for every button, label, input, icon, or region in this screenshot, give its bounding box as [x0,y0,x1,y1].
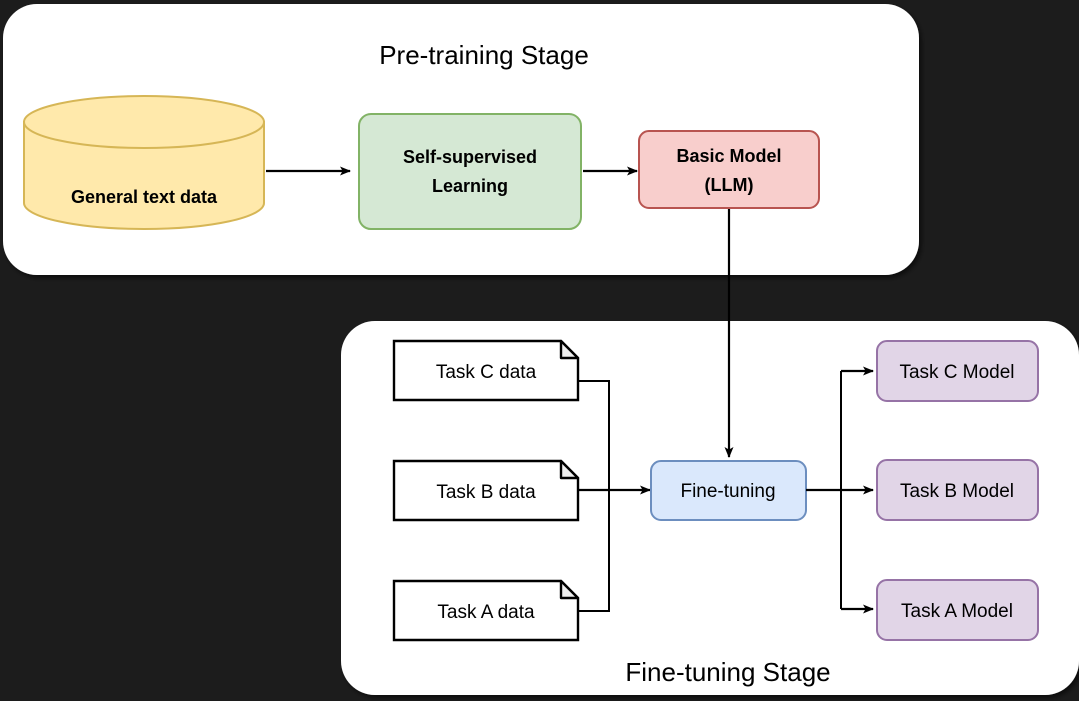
task-a-data-label: Task A data [437,602,535,623]
task-c-model-node[interactable]: Task C Model [876,340,1039,402]
task-a-doc-shape [392,579,580,642]
task-c-model-box [876,340,1039,402]
task-a-data-document[interactable]: Task A data [392,579,580,642]
self-supervised-learning-node[interactable]: Self-supervised Learning [358,113,582,230]
task-c-model-label: Task C Model [899,362,1014,383]
task-c-data-document[interactable]: Task C data [392,339,580,402]
task-b-data-label: Task B data [436,482,536,503]
edge-task-inputs-bus [578,380,610,612]
self-supervised-learning-label-line2: Learning [432,176,508,196]
task-c-doc-fold-icon [559,339,580,360]
basic-model-label-line1: Basic Model [676,146,781,166]
pretraining-stage-title: Pre-training Stage [379,40,589,70]
general-text-data-cylinder[interactable]: General text data [23,95,265,230]
basic-model-node[interactable]: Basic Model (LLM) [638,130,820,209]
task-b-data-document[interactable]: Task B data [392,459,580,522]
task-a-model-box [876,579,1039,641]
task-c-data-label: Task C data [436,362,537,383]
finetuning-node[interactable]: Fine-tuning [650,460,807,521]
self-supervised-learning-box [358,113,582,230]
pretraining-stage-panel: Pre-training Stage General text data Sel… [3,4,919,275]
task-b-model-node[interactable]: Task B Model [876,459,1039,521]
general-text-data-label: General text data [71,187,218,207]
basic-model-box [638,130,820,209]
finetuning-stage-title: Fine-tuning Stage [625,657,830,687]
self-supervised-learning-label-line1: Self-supervised [403,147,537,167]
task-a-model-label: Task A Model [901,601,1013,622]
task-a-model-node[interactable]: Task A Model [876,579,1039,641]
cylinder-body [23,121,265,230]
basic-model-label-line2: (LLM) [705,175,754,195]
task-b-model-box [876,459,1039,521]
task-b-doc-shape [392,459,580,522]
task-b-model-label: Task B Model [900,481,1014,502]
task-c-doc-shape [392,339,580,402]
cylinder-top [23,95,265,149]
finetuning-stage-panel: Fine-tuning Stage Task C data Task B dat… [341,321,1079,695]
finetuning-label: Fine-tuning [680,481,775,502]
task-b-doc-fold-icon [559,459,580,480]
task-a-doc-fold-icon [559,579,580,600]
